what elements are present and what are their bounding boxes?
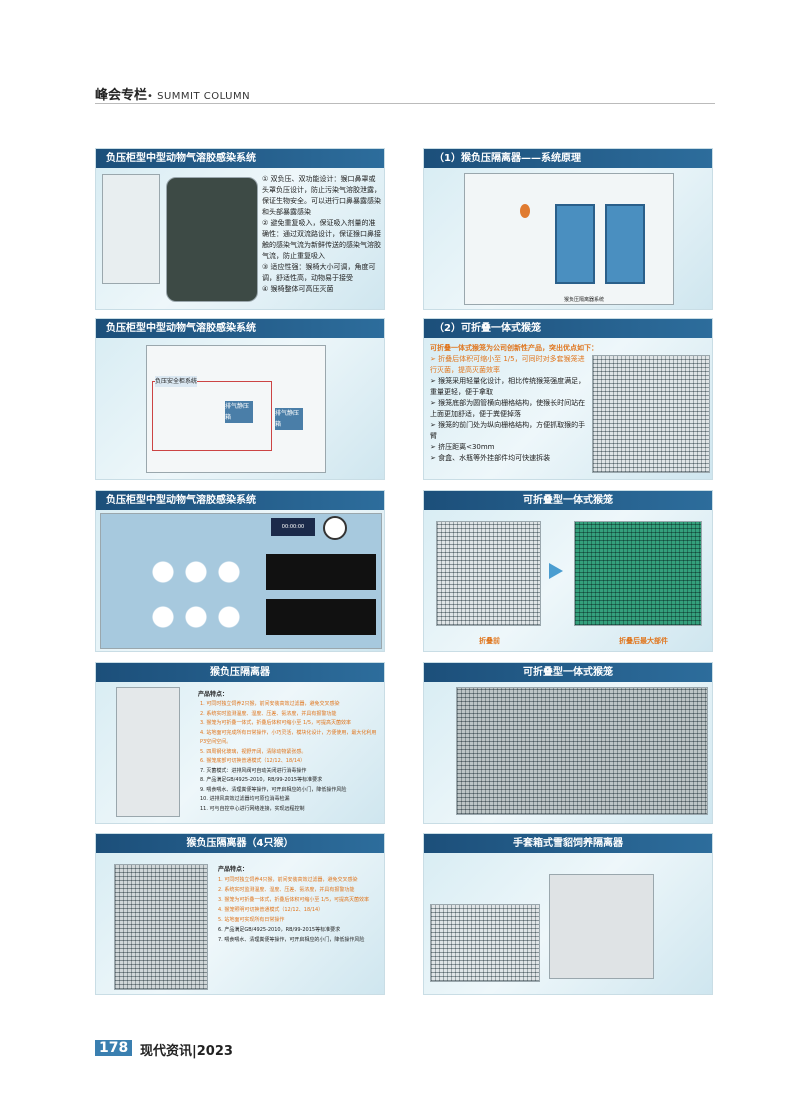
arrow-icon: [549, 563, 563, 579]
slide-aerosol-system-2: 负压柜型中型动物气溶胶感染系统 负压安全柜系统 排气静压箱 排气静压箱: [95, 318, 385, 480]
slide-title: （1）猴负压隔离器——系统原理: [424, 149, 712, 168]
slide-title: 负压柜型中型动物气溶胶感染系统: [96, 491, 384, 510]
feature-item: 6. 猴笼底部可切换普通模式（12/12、18/14）: [200, 758, 306, 764]
magazine-year: 2023: [196, 1044, 233, 1059]
feature-item: ➢ 食盒、水瓶等外挂部件均可快速拆装: [430, 454, 551, 462]
time-display: 00:00:00: [271, 518, 315, 536]
column-en: • SUMMIT COLUMN: [147, 91, 251, 102]
diagram-label: 负压安全柜系统: [155, 376, 198, 387]
feature-item: 2. 系统实时监测温度、湿度、压差、氨浓度，并具有报警功能: [218, 887, 355, 893]
slide-foldable-cage-features: （2）可折叠一体式猴笼 可折叠一体式猴笼为公司创新性产品，突出优点如下： ➢ 折…: [423, 318, 713, 480]
feature-item: 1. 可同时独立饲养2只猴，前间安装高效过滤器，避免交叉感染: [200, 701, 340, 707]
features-heading: 产品特点：: [198, 691, 229, 698]
slide-title: 手套箱式雪貂饲养隔离器: [424, 834, 712, 853]
flow-diagram: 负压安全柜系统 排气静压箱 排气静压箱: [146, 345, 326, 473]
feature-item: 3. 猴笼为可折叠一体式，折叠后体积可缩小至 1/5，可提高灭菌效率: [218, 897, 369, 903]
slide-title: 可折叠型一体式猴笼: [424, 491, 712, 510]
gauges: [146, 554, 246, 644]
slide-title: 负压柜型中型动物气溶胶感染系统: [96, 149, 384, 168]
clock-icon: [323, 516, 347, 540]
slide-foldable-cage-compare: 可折叠型一体式猴笼 折叠前 折叠后最大部件: [423, 490, 713, 652]
feature-item: ② 避免重复吸入，保证吸入剂量的准确性：通过双流路设计，保证猴口鼻接触的感染气流…: [262, 219, 381, 260]
slide-title: 猴负压隔离器: [96, 663, 384, 682]
system-diagram: [464, 173, 674, 305]
isolator-photo: [116, 687, 180, 817]
feature-item: 1. 可同时独立饲养4只猴，前间安装高效过滤器，避免交叉感染: [218, 877, 358, 883]
slide-title: 负压柜型中型动物气溶胶感染系统: [96, 319, 384, 338]
caption-before: 折叠前: [479, 637, 500, 645]
feature-item: ④ 猴椅整体可高压灭菌: [262, 285, 334, 293]
cage-in-use-photo: [456, 687, 708, 815]
feature-item: 7. 喂食喂水、清理粪便等操作，可开启相应的小门，降低操作风险: [218, 937, 365, 943]
feature-item: 3. 猴笼为可折叠一体式，折叠后体积可缩小至 1/5，可提高灭菌效率: [200, 720, 351, 726]
feature-item: ➢ 猴笼采用轻量化设计，相比传统猴笼强度满足，重量更轻，便于拿取: [430, 377, 586, 396]
slide-ferret-isolator: 手套箱式雪貂饲养隔离器: [423, 833, 713, 995]
feature-item: ➢ 猴笼的前门处为纵向栅格结构，方便抓取猴的手臂: [430, 421, 586, 440]
feature-item: 7. 灭菌模式：进排风阀可自动关闭进行消毒操作: [200, 767, 307, 774]
feature-item: ➢ 挤压距离<30mm: [430, 443, 495, 451]
column-cn: 峰会专栏: [95, 88, 148, 103]
magazine-title: 现代资讯: [140, 1044, 193, 1059]
slide-negative-isolator: 猴负压隔离器 产品特点： 1. 可同时独立饲养2只猴，前间安装高效过滤器，避免交…: [95, 662, 385, 824]
feature-item: ➢ 折叠后体积可缩小至 1/5，可同时对多套猴笼进行灭菌，提高灭菌效率: [430, 355, 585, 374]
feature-item: 5. 站地面可实现所有日常操作: [218, 917, 285, 923]
feature-item: ➢ 猴笼底部为圆管横向栅格结构，使猴长时间站在上面更加舒适，便于粪便掉落: [430, 399, 586, 418]
features-heading: 产品特点：: [218, 866, 249, 873]
diagram-label: 排气静压箱: [275, 408, 303, 430]
feature-item: 5. 四周钢化玻璃，视野开阔，清除动物紧张感。: [200, 748, 307, 755]
control-software-screenshot: 00:00:00: [100, 513, 382, 649]
cage-photo: [592, 355, 710, 473]
feature-item: 9. 喂食喂水、清理粪便等操作，可开启相应的小门，降低操作风险: [200, 786, 347, 793]
monkey-chair-photo: [166, 177, 258, 302]
slide-isolator-4: 猴负压隔离器（4只猴） 产品特点： 1. 可同时独立饲养4只猴，前间安装高效过滤…: [95, 833, 385, 995]
cage-before-photo: [436, 521, 541, 626]
column-header: 峰会专栏• SUMMIT COLUMN: [95, 84, 250, 103]
caption-after: 折叠后最大部件: [619, 637, 668, 645]
feature-item: 10. 进排风高效过滤器均可原位消毒检漏: [200, 796, 290, 802]
slide-title: 猴负压隔离器（4只猴）: [96, 834, 384, 853]
page-number: 178: [95, 1040, 133, 1056]
slide-aerosol-system-1: 负压柜型中型动物气溶胶感染系统 ① 双负压、双功能设计：猴口鼻罩或头罩负压设计，…: [95, 148, 385, 310]
slide-foldable-cage-photo: 可折叠型一体式猴笼: [423, 662, 713, 824]
slide-title: 可折叠型一体式猴笼: [424, 663, 712, 682]
ferret-cage-photo: [430, 904, 540, 982]
diagram-caption: 猴负压隔离器系统: [564, 297, 605, 303]
isolator-4-photo: [114, 864, 208, 990]
feature-item: ③ 适应性强：猴椅大小可调，角度可调，舒适性高，动物易于接受: [262, 263, 376, 282]
feature-item: 4. 猴笼照明可切换普通模式（12/12、18/14）: [218, 907, 324, 913]
glovebox-photo: [549, 874, 654, 979]
feature-item: 6. 产品满足GB/4925-2010，RB/99-2015等标准要求: [218, 927, 341, 933]
feature-item: 8. 产品满足GB/4925-2010，RB/99-2015等标准要求: [200, 777, 323, 783]
feature-item: 11. 可与自控中心进行网络连接，实现远程控制: [200, 805, 305, 812]
feature-item: 4. 站地面可完成所有日常操作，小巧灵活，模块化设计，方便使用，最大化利用P3空…: [200, 729, 377, 746]
slide-title: （2）可折叠一体式猴笼: [424, 319, 712, 338]
feature-item: 2. 系统实时监测温度、湿度、压差、氨浓度，并具有报警功能: [200, 710, 337, 717]
slide-isolator-principle: （1）猴负压隔离器——系统原理 猴负压隔离器系统: [423, 148, 713, 310]
slide-control-panel: 负压柜型中型动物气溶胶感染系统 00:00:00: [95, 490, 385, 652]
intro-text: 可折叠一体式猴笼为公司创新性产品，突出优点如下：: [430, 344, 598, 352]
diagram-label: 排气静压箱: [225, 401, 253, 423]
header-divider: [95, 103, 715, 104]
feature-item: ① 双负压、双功能设计：猴口鼻罩或头罩负压设计，防止污染气溶胶泄露，保证生物安全…: [262, 175, 381, 216]
magazine-name: 现代资讯|2023: [140, 1044, 233, 1059]
cage-after-photo: [574, 521, 702, 626]
device-photo: [102, 174, 160, 284]
